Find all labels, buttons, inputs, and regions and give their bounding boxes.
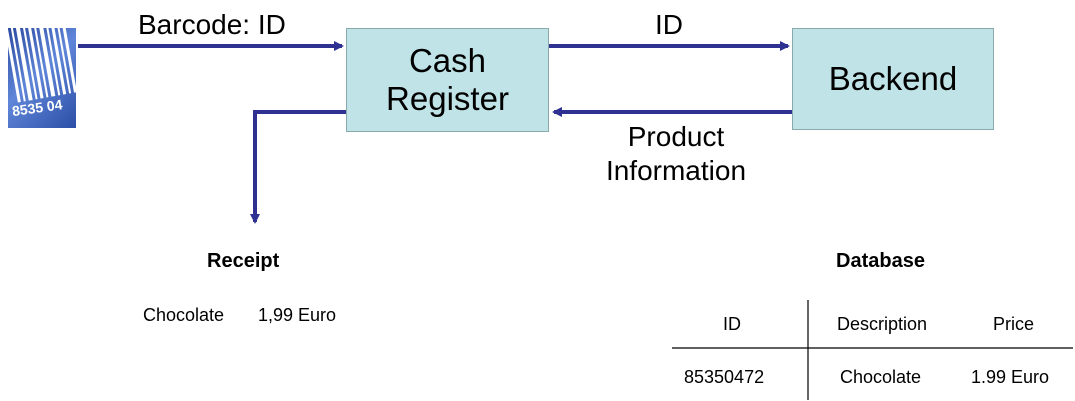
barcode-image: 8535 04 [8,28,76,128]
receipt-price: 1,99 Euro [258,305,337,325]
cash-register-box: Cash Register [346,28,549,132]
database-column-description: Description [837,314,928,334]
receipt-heading: Receipt [207,250,280,272]
database-cell-description: Chocolate [840,367,922,387]
cash-register-label: Cash Register [386,42,509,117]
id-label: ID [655,9,683,40]
receipt-item: Chocolate [143,305,225,325]
backend-box: Backend [792,28,994,130]
database-column-id: ID [723,314,741,334]
database-cell-id: 85350472 [684,367,765,387]
product-information-label: Product Information [605,121,747,186]
barcode-stripes-icon: 8535 04 [8,28,76,119]
backend-label: Backend [828,60,958,97]
barcode-digits: 8535 04 [11,96,64,119]
register-to-receipt-arrow [250,110,346,224]
database-column-price: Price [993,314,1035,334]
barcode-id-label: Barcode: ID [138,9,286,40]
database-cell-price: 1.99 Euro [971,367,1050,387]
database-heading: Database [836,250,925,272]
